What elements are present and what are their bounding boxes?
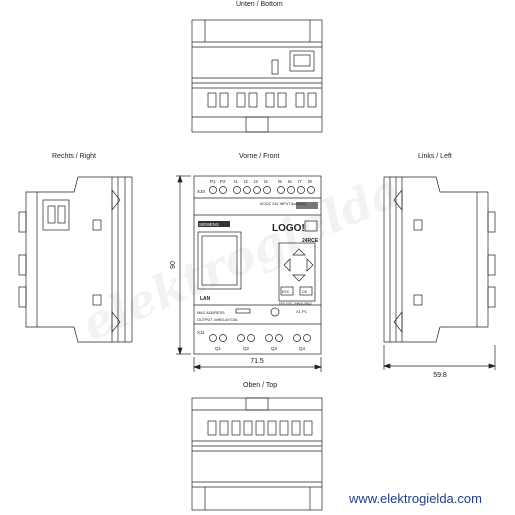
brand-label: SIEMENS [199,222,219,227]
height-dimension [176,174,191,356]
top-view-title: Oben / Top [243,382,278,389]
front-view-title: Vorne / Front [239,153,280,160]
front-view [193,175,322,355]
esc-key-label: ESC [282,290,290,294]
order-number: 6ED1052-1HB08-0BA2 [279,302,312,306]
input-label-i8: I8 [308,179,312,184]
input-label-i3: I3 [254,179,258,184]
width-dimension [192,357,323,372]
output-label-q2: Q2 [243,346,250,351]
logo-label: LOGO! [272,223,305,234]
website-link[interactable]: www.elektrogielda.com [349,491,482,506]
brand-plate [198,221,230,227]
input-label-i7: I7 [298,179,302,184]
input-label-i1: I1 [234,179,238,184]
lan-label: LAN [200,296,211,302]
bottom-view [191,19,323,133]
height-value: 90 [170,261,177,269]
width-value: 71.5 [250,358,264,365]
right-view [18,176,133,343]
input-label-p1: P1 [210,179,216,184]
output-label-q1: Q1 [215,346,222,351]
ok-key-label: OK [302,290,308,294]
model-label: 24RCE [302,238,319,244]
front-panel-labels: X10 P1 P2 I1 I2 I3 I4 I5 I6 I7 I8 AC/DC … [197,179,319,351]
x1-label: X1 P1 [296,309,308,314]
x10-label: X10 [197,189,206,194]
input-label-i6: I6 [288,179,292,184]
supply-label: AC/DC 24V INPUT 8xAC/DC [260,202,307,206]
top-view [191,397,323,511]
supply-plate [296,202,318,209]
left-view [383,176,496,343]
left-view-title: Links / Left [418,153,452,160]
input-label-p2: P2 [220,179,226,184]
output-label-q3: Q3 [271,346,278,351]
depth-dimension [382,345,497,370]
x11-label: X11 [197,330,205,335]
output-label: OUTPUT 4xRELAY/10A [197,318,238,322]
input-label-i4: I4 [264,179,268,184]
bottom-view-title: Unten / Bottom [236,1,283,8]
depth-value: 59.8 [433,372,447,379]
right-view-title: Rechts / Right [52,153,96,160]
input-label-i5: I5 [278,179,282,184]
mac-label: MAC ADDRESS [197,311,225,315]
input-label-i2: I2 [244,179,248,184]
output-label-q4: Q4 [299,346,306,351]
